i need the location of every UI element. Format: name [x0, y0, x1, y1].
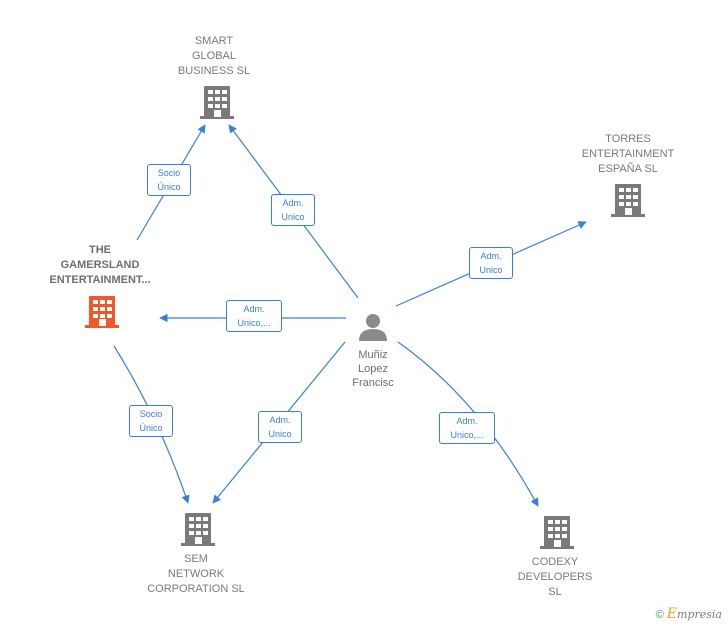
edge-label-person-gamersland[interactable]: Adm. Unico,...: [226, 300, 282, 332]
copyright-symbol: ©: [655, 609, 664, 621]
empresia-watermark: © Empresia: [656, 606, 722, 622]
node-label-sem-network[interactable]: SEM NETWORK CORPORATION SL: [147, 553, 245, 595]
windows-codexy: [548, 520, 567, 547]
edge-label-gamersland-sem[interactable]: Socio Único: [129, 405, 173, 437]
edge-label-person-codexy[interactable]: Adm. Unico,...: [439, 412, 495, 444]
person-icon: [359, 314, 387, 341]
windows-torres: [619, 188, 638, 215]
edge-label-person-torres[interactable]: Adm. Unico: [469, 247, 513, 279]
node-label-torres[interactable]: TORRES ENTERTAINMENT ESPAÑA SL: [581, 133, 675, 175]
brand-name: Empresia: [666, 606, 722, 622]
node-label-smart-global[interactable]: SMART GLOBAL BUSINESS SL: [177, 35, 251, 77]
edge-label-gamersland-smart[interactable]: Socio Único: [147, 164, 191, 196]
windows-smart: [208, 90, 227, 117]
edge-label-person-smart[interactable]: Adm. Unico: [271, 194, 315, 226]
windows-gamersland: [93, 300, 112, 326]
node-label-codexy[interactable]: CODEXY DEVELOPERS SL: [517, 556, 593, 598]
node-label-gamersland[interactable]: THE GAMERSLAND ENTERTAINMENT...: [49, 244, 151, 286]
edge-label-person-sem[interactable]: Adm. Unico: [258, 411, 302, 443]
node-label-person[interactable]: Muñiz Lopez Francisc: [352, 349, 394, 389]
windows-sem: [189, 517, 208, 544]
